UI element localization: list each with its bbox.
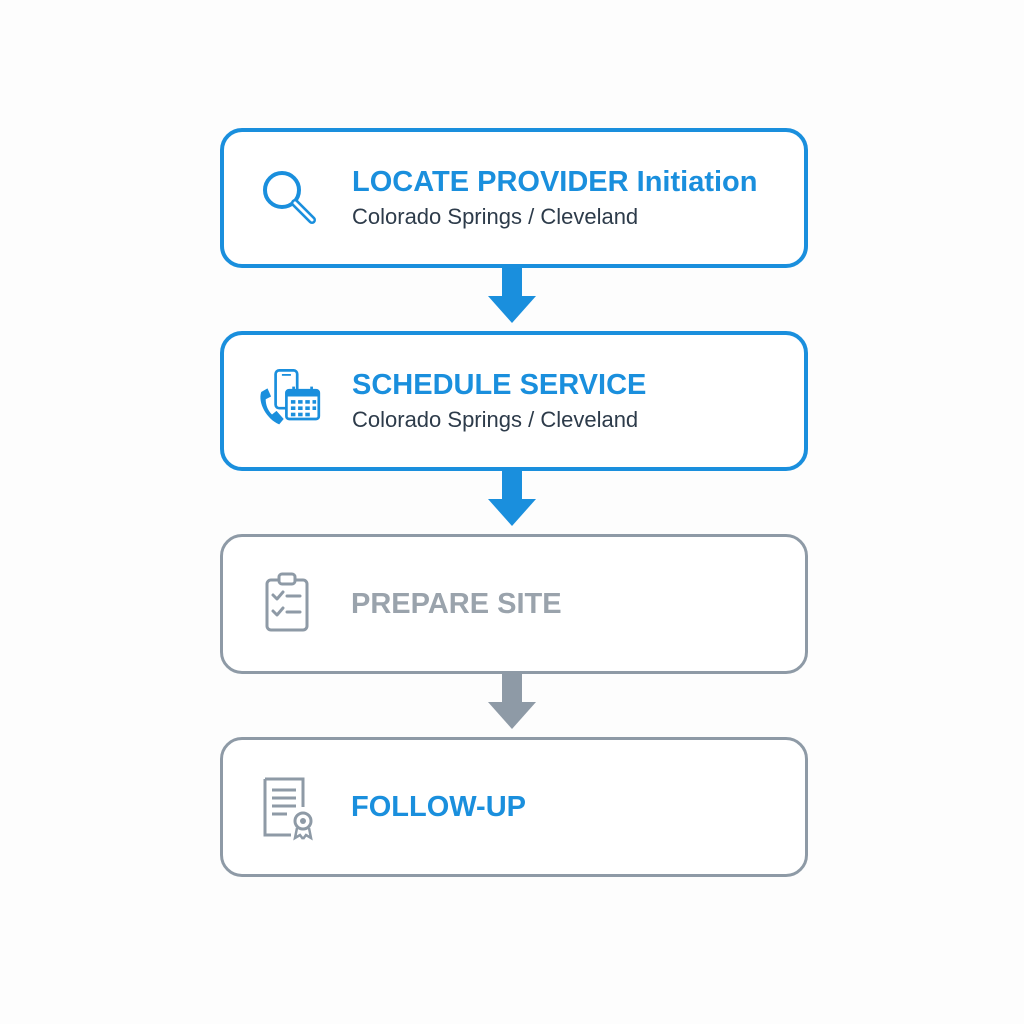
certificate-document-icon	[253, 771, 325, 843]
clipboard-checklist-icon	[253, 568, 325, 640]
step-locate-provider: LOCATE PROVIDER Initiation Colorado Spri…	[220, 128, 808, 268]
phone-calendar-icon	[254, 365, 326, 437]
step-schedule-service: SCHEDULE SERVICE Colorado Springs / Clev…	[220, 331, 808, 471]
flow-arrow	[488, 268, 536, 323]
magnifier-icon	[254, 162, 326, 234]
flow-arrow	[488, 471, 536, 526]
flow-arrow	[488, 674, 536, 729]
step-title: SCHEDULE SERVICE	[352, 369, 647, 401]
step-follow-up: FOLLOW-UP	[220, 737, 808, 877]
step-title: LOCATE PROVIDER Initiation	[352, 166, 758, 198]
step-title: PREPARE SITE	[351, 588, 562, 620]
step-subtitle: Colorado Springs / Cleveland	[352, 407, 639, 432]
step-subtitle: Colorado Springs / Cleveland	[352, 204, 639, 229]
step-title: FOLLOW-UP	[351, 791, 526, 823]
step-prepare-site: PREPARE SITE	[220, 534, 808, 674]
